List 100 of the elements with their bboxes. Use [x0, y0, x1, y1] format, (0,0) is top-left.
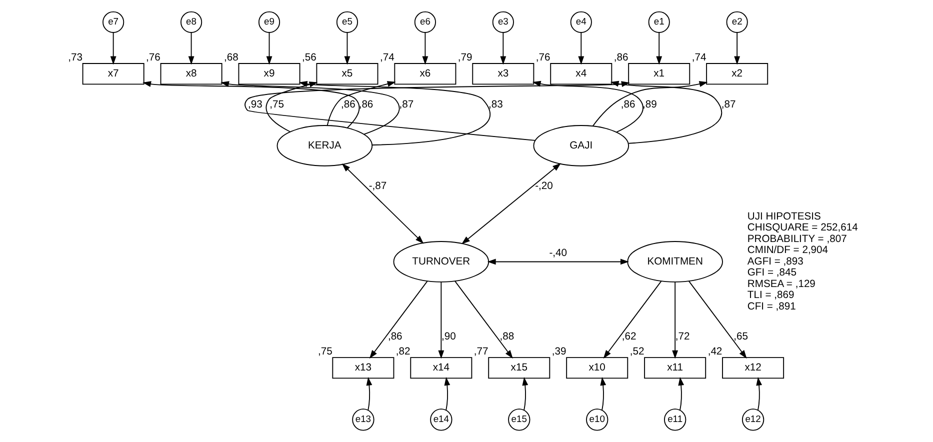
- node-label: ,73: [68, 52, 82, 64]
- arrow: [656, 32, 662, 65]
- node-label: ,76: [146, 52, 160, 64]
- node-circle: e3: [492, 11, 514, 33]
- edge-label: ,88: [499, 332, 514, 342]
- arrow: [672, 282, 678, 359]
- node-circle: e2: [726, 11, 748, 33]
- arrow: [578, 32, 584, 65]
- arrow: [756, 377, 762, 411]
- edge-label: ,86: [358, 99, 373, 110]
- node-circle: e6: [414, 11, 436, 33]
- edge-label: ,83: [488, 99, 502, 110]
- node-label: ,39: [551, 346, 566, 358]
- node-box: x11: [644, 357, 706, 379]
- arrow: [438, 282, 444, 359]
- node-ellipse: GAJI: [532, 125, 629, 166]
- node-circle: e14: [430, 408, 452, 431]
- arrow: [266, 32, 272, 65]
- label: CHISQUARE = 252,614: [746, 222, 858, 234]
- node-label: ,77: [473, 346, 488, 358]
- label: CMIN/DF = 2,904: [746, 245, 828, 256]
- node-label: ,42: [707, 346, 722, 358]
- label: TLI = ,869: [746, 290, 794, 302]
- node-label: ,74: [691, 52, 706, 64]
- arrow: [368, 280, 428, 359]
- arrow: [461, 163, 560, 244]
- arrow: [522, 377, 528, 411]
- arrow: [326, 81, 396, 126]
- node-label: ,82: [395, 346, 410, 358]
- node-box: x8: [160, 63, 222, 85]
- node-ellipse: TURNOVER: [392, 241, 489, 282]
- node-circle: e1: [648, 11, 670, 33]
- node-box: x15: [488, 357, 550, 379]
- node-circle: e15: [508, 408, 530, 431]
- arrow: [444, 377, 450, 411]
- arrow: [688, 280, 746, 359]
- node-label: ,52: [629, 346, 644, 358]
- arrow: [602, 280, 662, 359]
- node-ellipse: KOMITMEN: [626, 241, 722, 282]
- node-box: x5: [316, 63, 378, 85]
- edge-label: ,86: [387, 332, 402, 342]
- edge-label: ,89: [642, 99, 656, 110]
- node-label: ,76: [535, 52, 550, 64]
- arrow: [600, 377, 606, 411]
- node-box: x4: [550, 63, 612, 85]
- node-box: x12: [722, 357, 784, 379]
- node-circle: e11: [663, 408, 686, 431]
- node-circle: e5: [336, 11, 358, 33]
- node-label: ,75: [317, 346, 332, 358]
- node-circle: e13: [352, 408, 374, 431]
- arrow: [486, 258, 628, 265]
- node-box: x10: [566, 357, 628, 379]
- label: PROBABILITY = ,807: [746, 234, 846, 245]
- node-box: x14: [410, 357, 472, 379]
- node-circle: e9: [258, 11, 280, 33]
- arrow: [500, 32, 506, 65]
- arrow: [734, 32, 740, 65]
- label: CFI = ,891: [746, 301, 796, 312]
- node-label: ,68: [224, 52, 238, 64]
- node-box: x13: [332, 357, 394, 379]
- arrow: [366, 377, 372, 411]
- edge-label: ,65: [733, 332, 748, 342]
- node-label: ,79: [457, 52, 472, 64]
- label: UJI HIPOTESIS: [746, 211, 820, 222]
- edge-label: ,90: [441, 332, 456, 342]
- node-label: ,74: [379, 52, 394, 64]
- node-circle: e7: [102, 11, 124, 33]
- node-box: x3: [472, 63, 534, 85]
- edge-label: -,20: [534, 181, 552, 192]
- edge-label: ,72: [674, 332, 690, 342]
- edge-label: ,86: [340, 99, 355, 110]
- node-box: x1: [628, 63, 690, 85]
- node-circle: e4: [570, 11, 592, 33]
- node-circle: e12: [741, 408, 764, 431]
- node-label: ,56: [302, 52, 316, 64]
- label: AGFI = ,893: [746, 256, 803, 268]
- edge-label: ,86: [620, 99, 635, 110]
- arrow: [341, 163, 424, 244]
- node-label: ,86: [613, 52, 628, 64]
- arrow: [110, 32, 116, 65]
- edge-label: ,87: [720, 99, 736, 110]
- edge-label: ,87: [398, 99, 414, 110]
- arrow: [188, 32, 194, 65]
- node-circle: e8: [180, 11, 202, 33]
- edge-label: ,75: [269, 99, 284, 110]
- arrow: [454, 280, 512, 359]
- arrow: [678, 377, 684, 411]
- edge-label: ,93: [247, 99, 262, 110]
- node-ellipse: KERJA: [276, 125, 372, 166]
- node-circle: e10: [586, 408, 608, 431]
- edge-label: ,62: [621, 332, 636, 342]
- node-box: x6: [394, 63, 456, 85]
- node-box: x9: [238, 63, 300, 85]
- label: GFI = ,845: [746, 268, 796, 279]
- node-box: x2: [706, 63, 768, 85]
- arrow: [344, 32, 350, 65]
- node-box: x7: [82, 63, 144, 85]
- arrow: [422, 32, 428, 65]
- edge-label: -,40: [548, 248, 567, 259]
- edge-label: -,87: [368, 181, 386, 192]
